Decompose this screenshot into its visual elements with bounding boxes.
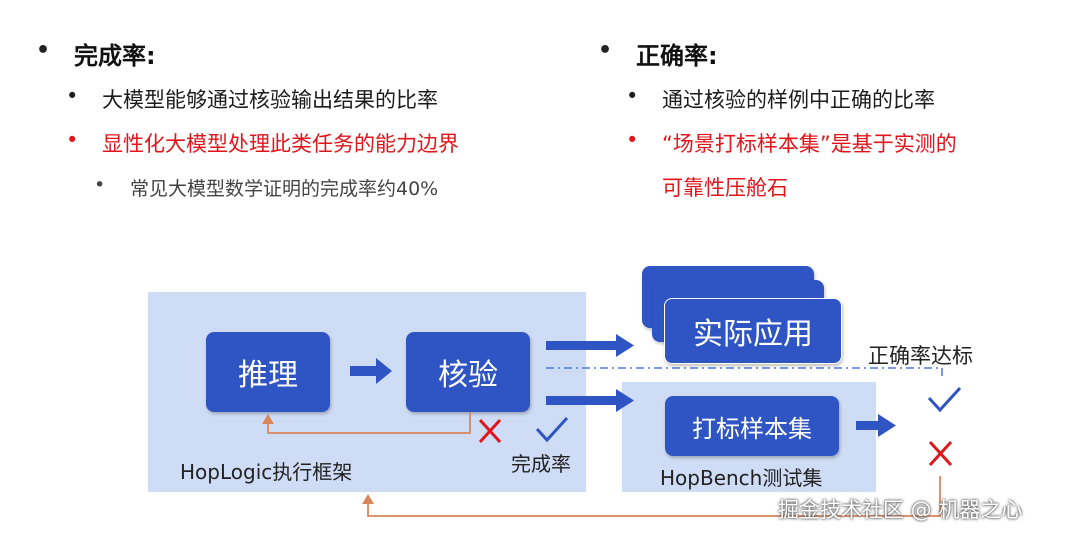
- real-app-box: 实际应用: [664, 298, 842, 364]
- bullet-dot: •: [36, 38, 51, 63]
- bullet-dot: •: [66, 128, 79, 152]
- accuracy-item-2: “场景打标样本集”是基于实测的: [662, 132, 957, 156]
- bullet-dot: •: [626, 84, 639, 108]
- real-app-label: 实际应用: [693, 317, 813, 352]
- labeled-set-box: 打标样本集: [665, 396, 839, 456]
- accuracy-item-2-cont: 可靠性压舱石: [662, 176, 788, 200]
- completion-heading: 完成率:: [74, 42, 156, 70]
- reasoning-box: 推理: [206, 332, 330, 412]
- check-icon: [927, 386, 962, 413]
- watermark: 掘金技术社区 @ 机器之心: [778, 498, 1023, 522]
- accuracy-heading: 正确率:: [636, 42, 718, 70]
- bullet-dot: •: [66, 84, 79, 108]
- completion-item-1: 大模型能够通过核验输出结果的比率: [102, 88, 438, 112]
- bullet-dot: •: [598, 38, 613, 63]
- bullet-dot: •: [94, 174, 106, 196]
- completion-rate-label: 完成率: [511, 452, 571, 476]
- verification-label: 核验: [438, 358, 498, 393]
- accuracy-item-1: 通过核验的样例中正确的比率: [662, 88, 935, 112]
- completion-sub-item: 常见大模型数学证明的完成率约40%: [130, 178, 439, 200]
- labeled-set-label: 打标样本集: [692, 414, 812, 443]
- accuracy-met-label: 正确率达标: [868, 344, 973, 368]
- fail-x-icon: [928, 440, 953, 467]
- verification-box: 核验: [406, 332, 530, 412]
- framework-label: HopLogic执行框架: [180, 460, 353, 484]
- reasoning-label: 推理: [238, 358, 298, 393]
- bullet-dot: •: [626, 128, 639, 152]
- bench-label: HopBench测试集: [660, 466, 823, 490]
- completion-item-2: 显性化大模型处理此类任务的能力边界: [102, 132, 459, 156]
